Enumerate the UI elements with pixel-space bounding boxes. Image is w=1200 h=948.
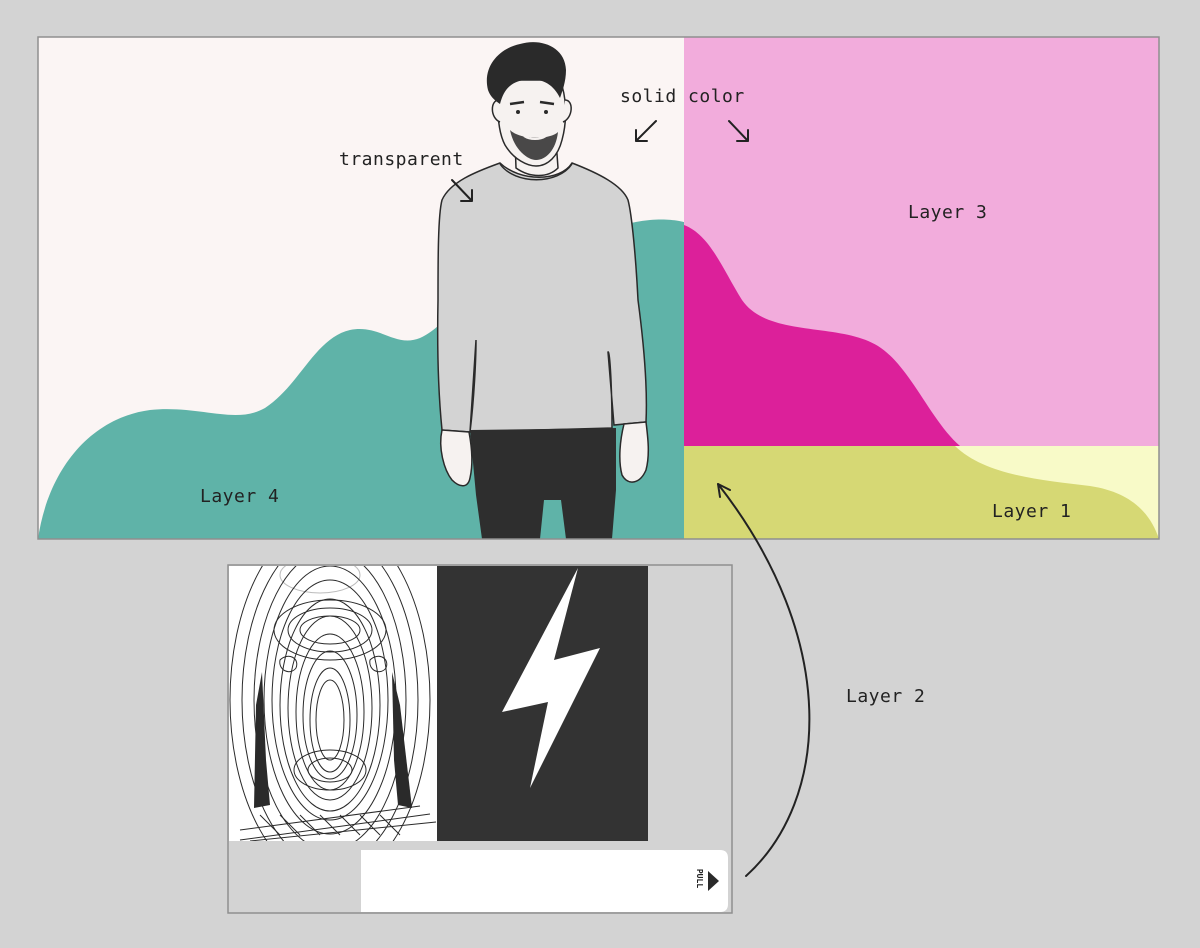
top-panel-border — [37, 36, 1160, 540]
pull-tab-bar[interactable] — [361, 850, 728, 912]
label-layer-3: Layer 3 — [908, 202, 988, 223]
pull-tab-label[interactable]: PULL — [695, 868, 705, 889]
label-layer-2: Layer 2 — [846, 686, 926, 707]
pants — [470, 428, 616, 539]
label-transparent: transparent — [339, 149, 464, 170]
arrow-layer-2 — [717, 483, 811, 877]
sweater — [436, 162, 648, 433]
layer-1-yellow-shape — [684, 446, 1159, 539]
dark-panel — [437, 566, 648, 841]
arrow-solid-right — [728, 120, 749, 142]
label-solid-color: solid color — [620, 86, 745, 107]
layer-3-magenta-shape — [684, 225, 960, 446]
topographic-face-image — [229, 566, 437, 841]
person-illustration — [436, 42, 650, 539]
lightning-bolt-icon — [502, 568, 600, 788]
triangle-right-icon[interactable] — [708, 871, 719, 891]
label-layer-4: Layer 4 — [200, 486, 280, 507]
label-layer-1: Layer 1 — [992, 501, 1072, 522]
hair — [486, 42, 566, 104]
annotation-arrows — [451, 120, 811, 877]
top-panel — [38, 37, 1159, 539]
bottom-panel — [227, 564, 733, 914]
arrow-transparent — [451, 179, 473, 202]
arrow-solid-left — [635, 120, 657, 142]
